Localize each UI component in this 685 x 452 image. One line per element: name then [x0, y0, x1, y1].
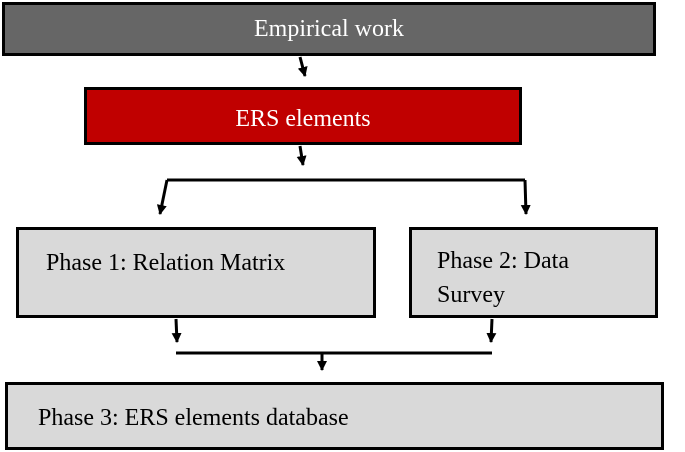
connector-phase2-down — [486, 318, 497, 343]
ers-elements-label: ERS elements — [235, 106, 371, 132]
arrow-to-phase1 — [156, 179, 169, 215]
phase1-label: Phase 1: Relation Matrix — [46, 250, 286, 276]
empirical-work-box — [2, 2, 656, 56]
phase2-label: Phase 2: Data Survey — [437, 248, 569, 308]
connector-phase1-down — [171, 318, 182, 343]
arrow-ers-to-split — [296, 145, 307, 166]
arrow-to-phase2 — [520, 179, 531, 215]
phase3-label: Phase 3: ERS elements database — [38, 405, 349, 431]
phase2-box — [409, 227, 658, 318]
phase3-box — [5, 382, 664, 450]
arrow-empirical-to-ers — [297, 56, 308, 77]
ers-elements-box — [84, 87, 522, 145]
phase1-box — [16, 227, 376, 318]
empirical-work-label: Empirical work — [254, 16, 404, 42]
